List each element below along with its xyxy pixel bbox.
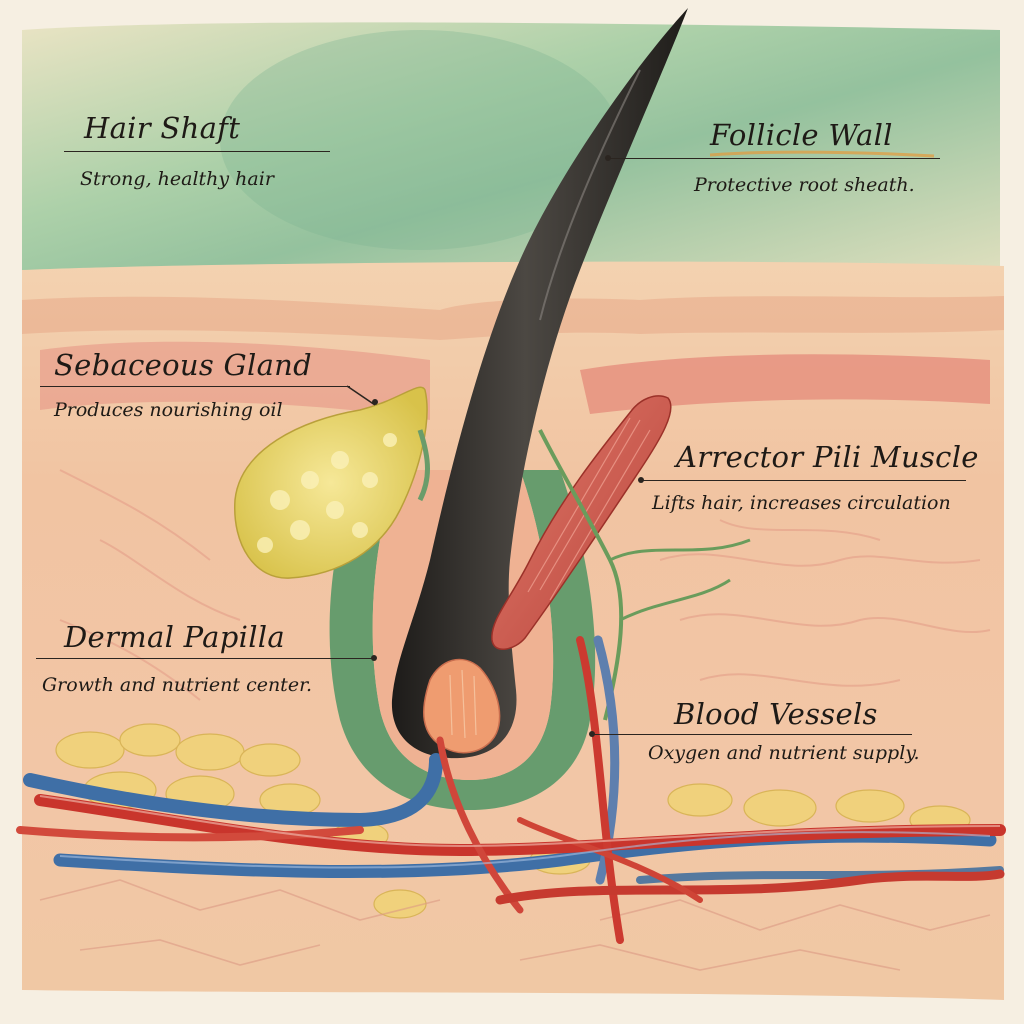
hair-shaft-leader-line: [64, 151, 330, 152]
sebaceous-gland-leader-elbow: [346, 385, 376, 406]
follicle-wall-title: Follicle Wall: [710, 118, 893, 152]
hair-shaft-title: Hair Shaft: [84, 111, 241, 145]
label-sebaceous-gland: Sebaceous Gland: [54, 351, 312, 380]
arrector-pili-description: Lifts hair, increases circulation: [652, 492, 951, 514]
arrector-pili-pointer-dot: [638, 477, 644, 483]
label-follicle-wall: Follicle Wall: [710, 121, 893, 150]
blood-vessels-pointer-dot: [589, 731, 595, 737]
label-hair-shaft-desc: Strong, healthy hair: [80, 170, 274, 189]
label-arrector-pili-desc: Lifts hair, increases circulation: [652, 494, 951, 513]
label-hair-shaft: Hair Shaft: [84, 114, 240, 143]
sebaceous-gland-description: Produces nourishing oil: [54, 399, 283, 421]
label-sebaceous-gland-desc: Produces nourishing oil: [54, 401, 283, 420]
arrector-pili-leader-line: [640, 480, 966, 481]
label-follicle-wall-desc: Protective root sheath.: [694, 176, 915, 195]
blood-vessels-leader-line: [592, 734, 912, 735]
blood-vessels-description: Oxygen and nutrient supply.: [648, 742, 920, 764]
label-blood-vessels: Blood Vessels: [674, 700, 878, 729]
label-dermal-papilla: Dermal Papilla: [64, 623, 285, 652]
sebaceous-gland-leader-line: [40, 386, 350, 387]
dermal-papilla-description: Growth and nutrient center.: [42, 674, 313, 696]
sebaceous-gland-pointer-dot: [372, 399, 378, 405]
blood-vessels-title: Blood Vessels: [674, 697, 878, 731]
dermal-papilla-leader-line: [36, 658, 374, 659]
dermal-papilla-title: Dermal Papilla: [64, 620, 285, 654]
arrector-pili-title: Arrector Pili Muscle: [676, 440, 979, 474]
follicle-wall-description: Protective root sheath.: [694, 174, 915, 196]
follicle-wall-leader-line: [608, 158, 940, 159]
sebaceous-gland-title: Sebaceous Gland: [54, 348, 312, 382]
label-dermal-papilla-desc: Growth and nutrient center.: [42, 676, 312, 695]
label-arrector-pili: Arrector Pili Muscle: [676, 443, 979, 472]
hair-shaft-description: Strong, healthy hair: [80, 168, 274, 190]
label-blood-vessels-desc: Oxygen and nutrient supply.: [648, 744, 920, 763]
dermal-papilla-pointer-dot: [371, 655, 377, 661]
follicle-wall-pointer-dot: [605, 155, 611, 161]
